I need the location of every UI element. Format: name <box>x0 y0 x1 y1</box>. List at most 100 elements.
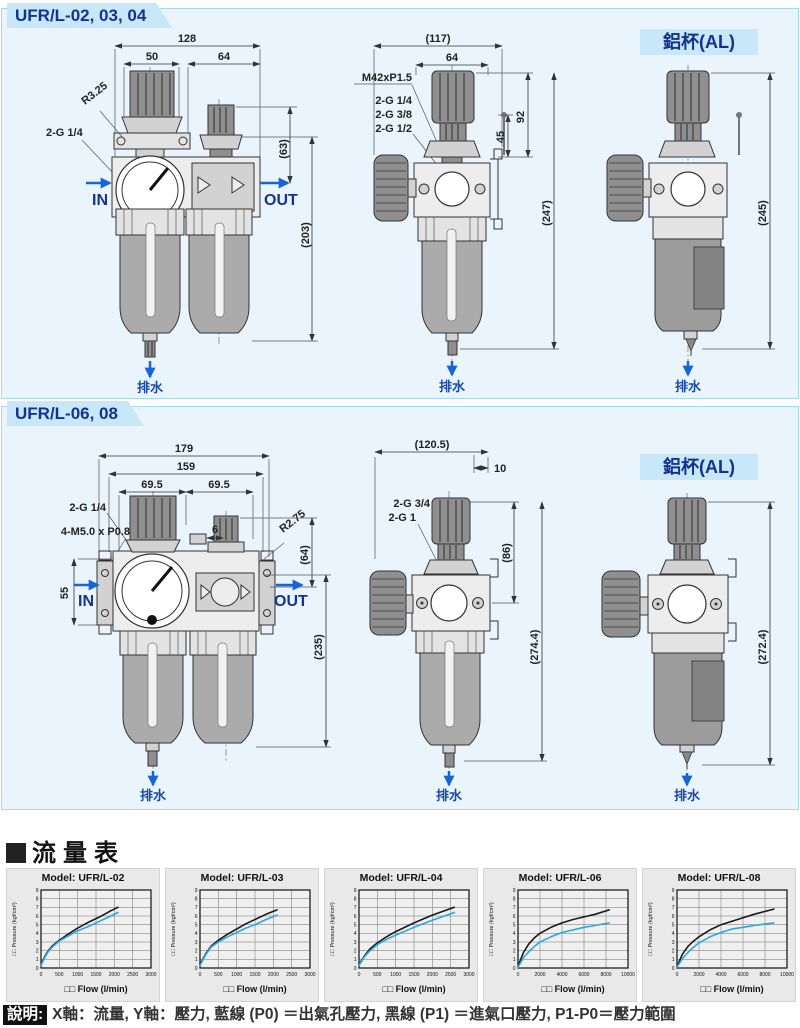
dim-label: (272.4) <box>757 629 769 664</box>
svg-text:3: 3 <box>36 940 39 946</box>
al-badge-label: 鋁杯(AL) <box>663 31 735 52</box>
drain-label: 排水 <box>140 788 167 803</box>
svg-text:6000: 6000 <box>737 972 748 978</box>
svg-text:9: 9 <box>672 888 675 894</box>
section-ufrl-06-08: UFR/L-06, 08 179 159 69.5 69.5 2-G 1/4 4… <box>1 406 799 810</box>
ufrl-02-al-view-drawing: 鋁杯(AL) <box>606 29 775 394</box>
svg-text:2000: 2000 <box>427 972 438 978</box>
svg-text:0: 0 <box>358 972 361 978</box>
svg-text:5: 5 <box>354 922 357 928</box>
flow-title-text: 流量表 <box>32 840 125 867</box>
dim-label: 69.5 <box>208 479 229 491</box>
ufrl-02-front-view-drawing: 128 50 64 R3.25 2-G 1/4 <box>46 33 318 395</box>
svg-text:2: 2 <box>195 948 198 954</box>
svg-text:500: 500 <box>373 972 382 978</box>
svg-text:1500: 1500 <box>249 972 260 978</box>
svg-text:8: 8 <box>36 896 39 902</box>
dim-label: (203) <box>300 222 312 248</box>
svg-text:6: 6 <box>354 914 357 920</box>
svg-text:0: 0 <box>676 972 679 978</box>
svg-text:0: 0 <box>354 966 357 972</box>
svg-text:□□ Pressure (kgf/cm²): □□ Pressure (kgf/cm²) <box>489 902 495 956</box>
flow-chart-ufrl-04: Model: UFR/L-04 0 500 1000 1500 2000 2500 3000… <box>324 868 478 1002</box>
svg-text:5: 5 <box>513 922 516 928</box>
svg-text:1000: 1000 <box>390 972 401 978</box>
dim-label: (120.5) <box>415 439 450 451</box>
port-label: 2-G 1/4 <box>69 502 107 514</box>
svg-text:□□ Flow (l/min): □□ Flow (l/min) <box>382 984 445 994</box>
dim-label: (64) <box>299 545 311 565</box>
dim-label: 6 <box>212 524 218 536</box>
chart-title: Model: UFR/L-04 <box>359 872 443 884</box>
svg-text:0: 0 <box>672 966 675 972</box>
mount-label: 4-M5.0 x P0.8 <box>61 526 130 538</box>
svg-text:□□ Flow (l/min): □□ Flow (l/min) <box>64 984 127 994</box>
port-label: 2-G 1/4 <box>46 127 84 139</box>
svg-text:3: 3 <box>513 940 516 946</box>
svg-text:3000: 3000 <box>463 972 474 978</box>
out-label: OUT <box>264 192 298 209</box>
dim-label: 50 <box>146 51 158 63</box>
dim-label: (274.4) <box>529 629 541 664</box>
chart-title: Model: UFR/L-06 <box>518 872 602 884</box>
svg-text:1500: 1500 <box>408 972 419 978</box>
svg-text:□□ Flow (l/min): □□ Flow (l/min) <box>541 984 604 994</box>
svg-text:5: 5 <box>672 922 675 928</box>
drain-label: 排水 <box>436 788 463 803</box>
svg-text:9: 9 <box>513 888 516 894</box>
svg-text:7: 7 <box>672 905 675 911</box>
svg-text:9: 9 <box>354 888 357 894</box>
flow-note: 說明:X軸：流量, Y軸：壓力, 藍線 (P0) ＝出氣孔壓力, 黑線 (P1)… <box>3 1002 797 1025</box>
svg-text:6000: 6000 <box>578 972 589 978</box>
svg-text:4: 4 <box>513 931 516 937</box>
svg-text:6: 6 <box>513 914 516 920</box>
dim-label: 159 <box>177 461 195 473</box>
drain-label: 排水 <box>439 379 466 394</box>
svg-text:0: 0 <box>513 966 516 972</box>
section2-drawings: 179 159 69.5 69.5 2-G 1/4 4-M5.0 x P0.8 … <box>59 439 775 803</box>
svg-text:4: 4 <box>672 931 675 937</box>
svg-text:7: 7 <box>513 905 516 911</box>
note-text: X軸：流量, Y軸：壓力, 藍線 (P0) ＝出氣孔壓力, 黑線 (P1) ＝進… <box>52 1006 676 1023</box>
drain-label: 排水 <box>137 380 164 395</box>
al-badge-bg <box>640 29 758 55</box>
svg-text:□□ Flow (l/min): □□ Flow (l/min) <box>223 984 286 994</box>
svg-text:2500: 2500 <box>286 972 297 978</box>
section1-drawings: 128 50 64 R3.25 2-G 1/4 <box>46 29 775 395</box>
svg-text:9: 9 <box>36 888 39 894</box>
svg-text:8: 8 <box>672 896 675 902</box>
svg-text:0: 0 <box>195 966 198 972</box>
ufrl-06-front-view-drawing: 179 159 69.5 69.5 2-G 1/4 4-M5.0 x P0.8 … <box>59 443 331 803</box>
ufrl-06-al-view-drawing: 鋁杯(AL) <box>601 454 775 803</box>
svg-text:4000: 4000 <box>715 972 726 978</box>
svg-text:3000: 3000 <box>304 972 315 978</box>
svg-text:500: 500 <box>55 972 64 978</box>
svg-text:7: 7 <box>195 905 198 911</box>
svg-text:1: 1 <box>195 957 198 963</box>
port-label: 2-G 1/4 <box>375 95 413 107</box>
al-badge-label: 鋁杯(AL) <box>663 456 735 477</box>
dim-label: 64 <box>446 52 459 64</box>
svg-text:10000: 10000 <box>780 972 794 978</box>
svg-text:2500: 2500 <box>127 972 138 978</box>
svg-text:6: 6 <box>195 914 198 920</box>
svg-text:2500: 2500 <box>445 972 456 978</box>
svg-text:□□ Flow (l/min): □□ Flow (l/min) <box>700 984 763 994</box>
dim-label: (86) <box>501 543 513 563</box>
port-label: 2-G 1 <box>388 512 416 524</box>
svg-text:4: 4 <box>36 931 39 937</box>
svg-text:2000: 2000 <box>268 972 279 978</box>
svg-text:0: 0 <box>40 972 43 978</box>
svg-text:□□ Pressure (kgf/cm²): □□ Pressure (kgf/cm²) <box>648 902 654 956</box>
dim-label: 128 <box>178 33 196 45</box>
chart-title: Model: UFR/L-03 <box>200 872 284 884</box>
drain-label: 排水 <box>674 788 701 803</box>
